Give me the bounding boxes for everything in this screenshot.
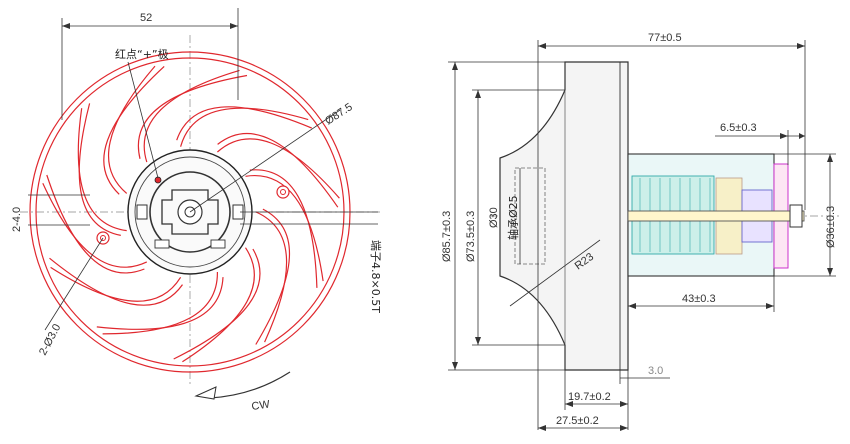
impeller-blade bbox=[249, 169, 318, 288]
impeller-blade bbox=[180, 107, 309, 147]
impeller-blade bbox=[217, 132, 339, 208]
motor-shaft bbox=[627, 210, 805, 222]
impeller-blade bbox=[96, 277, 224, 330]
fan-depth-dim: 27.5±0.2 bbox=[556, 415, 599, 427]
impeller-blade bbox=[102, 271, 219, 335]
impeller-blade bbox=[255, 211, 288, 343]
outer-diameter-label: Ø87.5 bbox=[323, 101, 355, 127]
hub-diameter-dim: Ø30 bbox=[488, 207, 500, 228]
motor-length-dim: 43±0.3 bbox=[682, 293, 716, 305]
impeller-blade bbox=[255, 208, 290, 345]
impeller-blade bbox=[176, 106, 313, 141]
mounting-hole bbox=[276, 185, 290, 199]
inner-height-dim: Ø73.5±0.3 bbox=[465, 211, 477, 262]
impeller-blade bbox=[50, 266, 182, 302]
rotation-label: CW bbox=[251, 398, 271, 413]
front-view: 52 红点“+”极 Ø87.5 2-4.0 2-Ø3.0 端子4.8×0.5T … bbox=[11, 8, 382, 413]
red-dot-label: 红点“+”极 bbox=[115, 47, 169, 61]
outer-height-dim: Ø85.7±0.3 bbox=[441, 211, 453, 262]
rotation-arrow bbox=[209, 371, 291, 399]
impeller-blade bbox=[77, 108, 127, 232]
housing-diameter-dim: Ø36±0.3 bbox=[825, 206, 837, 248]
side-view: 77±0.5 6.5±0.3 Ø85.7±0.3 Ø73.5±0.3 Ø30 轴… bbox=[441, 32, 840, 431]
fan-housing bbox=[499, 61, 629, 371]
impeller-blade bbox=[78, 103, 121, 236]
impeller-blade bbox=[49, 257, 183, 306]
impeller-blade bbox=[143, 69, 240, 163]
impeller-blade bbox=[245, 174, 324, 282]
shaft-length-dim: 6.5±0.3 bbox=[720, 122, 757, 134]
impeller-blade bbox=[107, 65, 156, 194]
impeller-blade bbox=[137, 74, 248, 159]
terminal-label: 端子4.8×0.5T bbox=[369, 240, 382, 313]
impeller-blade bbox=[182, 247, 255, 363]
impeller-depth-dim: 19.7±0.2 bbox=[568, 391, 611, 403]
bearing-seat-dim: 轴承Ø25 bbox=[506, 195, 520, 240]
slot-width-label: 2-4.0 bbox=[11, 207, 23, 232]
impeller-blade bbox=[217, 138, 340, 199]
overall-length-dim: 77±0.5 bbox=[648, 32, 682, 44]
impeller-blade bbox=[103, 65, 165, 195]
hole-diameter-label: 2-Ø3.0 bbox=[37, 322, 63, 357]
impeller-blade bbox=[173, 248, 261, 360]
width-dimension: 52 bbox=[140, 12, 152, 24]
impeller-blade bbox=[42, 182, 148, 268]
flange-thickness-dim: 3.0 bbox=[648, 365, 663, 377]
